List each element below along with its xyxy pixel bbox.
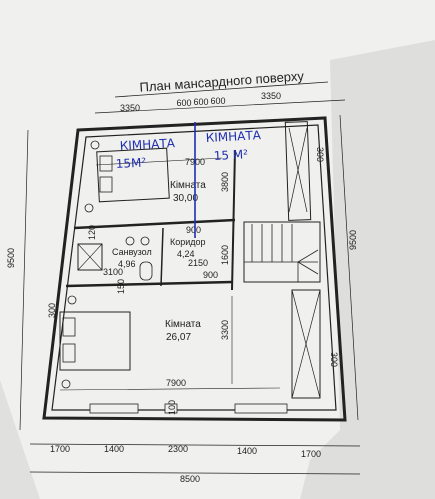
bottom-dimension-chain: 1700 1400 2300 1400 1700 8500 [29, 443, 361, 484]
paper-shadow [300, 40, 435, 499]
note-left-area: 15М² [115, 155, 146, 171]
dim-bath-width: 3100 [103, 267, 123, 277]
dim-corridor-width: 900 [186, 225, 201, 235]
bathroom-fixtures [77, 236, 153, 281]
bathroom-name: Санвузол [112, 247, 152, 257]
partition-top [73, 218, 236, 230]
partition-bottom [65, 280, 233, 288]
room-top-name: Кімната [170, 180, 206, 191]
inner-dim-top [95, 157, 223, 166]
room-bottom-area: 26,07 [166, 332, 191, 343]
dim-window-left: 300 [47, 303, 57, 318]
dim-door-small: 100 [167, 400, 177, 415]
left-height-line [19, 129, 29, 431]
dim-corridor-lower: 900 [203, 270, 218, 280]
top-dim-1: 3350 [120, 103, 140, 113]
partition-vertical [231, 149, 236, 291]
room-top-area: 30,00 [173, 193, 198, 204]
bed-bottom [59, 295, 131, 389]
bottom-dim-4: 1400 [237, 446, 257, 456]
bottom-dim-3: 2300 [168, 444, 188, 454]
dim-bottom-height: 3300 [220, 320, 230, 340]
dim-bottom-width: 7900 [166, 378, 186, 388]
top-dimension-chain: 3350 600 600 600 3350 [94, 91, 346, 114]
top-dim-2: 600 [176, 98, 191, 108]
handwritten-notes: КІМНАТА 15М² КІМНАТА 15 М² [115, 122, 262, 238]
note-left-label: КІМНАТА [119, 136, 176, 153]
bath-corridor-wall [160, 227, 164, 287]
outer-wall [42, 116, 347, 422]
dim-bath-side: 150 [116, 279, 126, 294]
bottom-dim-2: 1400 [104, 444, 124, 454]
dim-corridor-height: 1600 [220, 245, 230, 265]
title-underline [114, 81, 329, 98]
overall-width: 8500 [180, 474, 200, 484]
dim-window-right-bottom: 300 [329, 352, 339, 367]
note-right-area: 15 М² [213, 147, 248, 163]
dim-top-height: 3800 [220, 172, 230, 192]
dim-window-right-top: 300 [315, 147, 325, 162]
right-height: 9500 [348, 230, 358, 250]
room-bottom-name: Кімната [165, 319, 201, 330]
right-height-line [339, 114, 359, 421]
top-dim-4: 600 [210, 96, 225, 106]
wardrobe-bottom [291, 289, 321, 399]
paper-shadow-left [0, 380, 40, 499]
top-dim-5: 3350 [261, 91, 281, 101]
wardrobe-top [284, 121, 312, 221]
bathroom-area: 4,96 [118, 259, 136, 269]
inner-dim-bottom [59, 387, 281, 391]
bottom-dim-5: 1700 [301, 449, 321, 459]
corridor-area: 4,24 [177, 249, 195, 259]
top-dim-3: 600 [193, 97, 208, 107]
left-height: 9500 [6, 248, 16, 268]
bottom-dim-1: 1700 [50, 444, 70, 454]
bottom-windows [89, 403, 288, 414]
bed-top [84, 140, 170, 213]
dim-corridor-span: 2150 [188, 258, 208, 268]
note-right-label: КІМНАТА [205, 128, 262, 145]
corridor-name: Коридор [170, 237, 206, 247]
staircase [243, 221, 321, 283]
dim-bath-small: 120 [87, 225, 97, 240]
